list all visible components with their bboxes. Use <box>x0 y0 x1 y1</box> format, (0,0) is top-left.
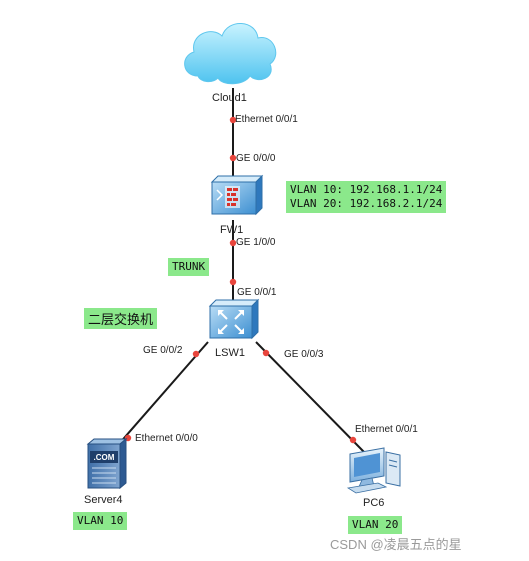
server-icon[interactable]: .COM <box>86 437 128 490</box>
port-dot-fw-bottom <box>229 239 237 247</box>
pc-label: PC6 <box>363 497 385 509</box>
vlan-info-tag: VLAN 10: 192.168.1.1/24 VLAN 20: 192.168… <box>286 181 447 213</box>
port-label-sw-ge003: GE 0/0/3 <box>284 349 324 360</box>
port-label-pc-eth: Ethernet 0/0/1 <box>355 424 418 435</box>
vlan-info-line-1: VLAN 10: 192.168.1.1/24 <box>290 183 443 196</box>
firewall-label: FW1 <box>220 224 244 236</box>
server-label: Server4 <box>84 494 123 506</box>
port-dot-pc <box>349 436 357 444</box>
port-dot-sw-left <box>192 350 200 358</box>
port-label-cloud-eth: Ethernet 0/0/1 <box>235 114 298 125</box>
port-dot-sw-right <box>262 349 270 357</box>
port-label-fw-ge000: GE 0/0/0 <box>236 153 276 164</box>
pc-vlan-tag: VLAN 20 <box>348 516 403 534</box>
link-switch-pc[interactable] <box>255 341 365 453</box>
port-dot-cloud <box>229 116 237 124</box>
server-screen-text: .COM <box>94 453 115 462</box>
port-label-sw-ge002: GE 0/0/2 <box>143 345 183 356</box>
switch-type-tag: 二层交换机 <box>84 308 158 329</box>
pc-icon[interactable] <box>346 447 401 494</box>
watermark: CSDN @凌晨五点的星 <box>330 537 462 552</box>
port-dot-sw-top <box>229 278 237 286</box>
port-label-server-eth: Ethernet 0/0/0 <box>135 433 198 444</box>
switch-label: LSW1 <box>215 347 245 359</box>
links <box>117 88 365 453</box>
link-switch-server[interactable] <box>117 341 209 446</box>
port-dot-fw-top <box>229 154 237 162</box>
vlan-info-line-2: VLAN 20: 192.168.2.1/24 <box>290 197 443 210</box>
switch-icon[interactable] <box>208 298 260 340</box>
cloud-label: Cloud1 <box>212 92 247 104</box>
port-label-fw-ge100: GE 1/0/0 <box>236 237 276 248</box>
port-label-sw-ge001: GE 0/0/1 <box>237 287 277 298</box>
server-vlan-tag: VLAN 10 <box>73 512 128 530</box>
cloud-icon[interactable] <box>184 23 277 85</box>
port-dots <box>124 116 357 444</box>
firewall-icon[interactable] <box>210 174 264 216</box>
trunk-tag: TRUNK <box>168 258 210 276</box>
